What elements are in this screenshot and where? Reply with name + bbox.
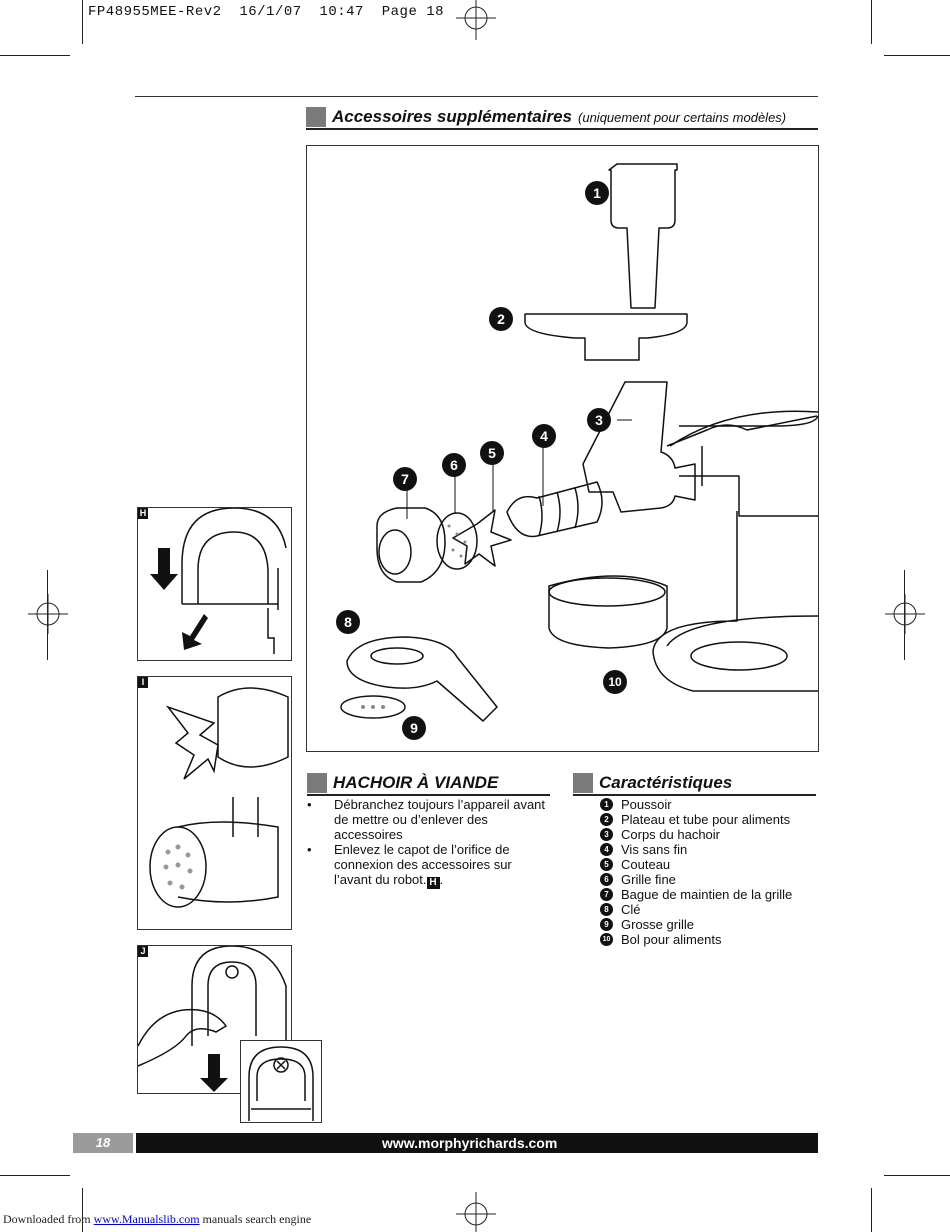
accessories-heading: Accessoires supplémentaires (uniquement … — [306, 107, 818, 130]
feature-label: Couteau — [621, 857, 671, 872]
features-heading: Caractéristiques — [573, 773, 816, 796]
accessories-title: Accessoires supplémentaires — [332, 107, 573, 126]
feature-number: 4 — [600, 843, 613, 856]
features-title: Caractéristiques — [599, 773, 733, 792]
figure-i-illustration — [149, 687, 289, 908]
feature-label: Bague de maintien de la grille — [621, 887, 793, 902]
feature-item: 3 Corps du hachoir — [600, 827, 820, 842]
feature-label: Corps du hachoir — [621, 827, 720, 842]
callout-7: 7 — [393, 467, 417, 491]
figure-j-illustration — [137, 945, 287, 1092]
heading-marker — [573, 773, 593, 793]
feature-label: Grille fine — [621, 872, 676, 887]
crop-mark — [871, 0, 872, 44]
crop-mark — [884, 1175, 950, 1176]
footer-bar: www.morphyrichards.com — [136, 1133, 818, 1153]
registration-mark-icon — [456, 1192, 496, 1232]
download-prefix: Downloaded from — [3, 1212, 94, 1226]
page-number: 18 — [73, 1133, 133, 1153]
callout-6: 6 — [442, 453, 466, 477]
download-note: Downloaded from www.Manualslib.com manua… — [3, 1212, 311, 1227]
callout-9: 9 — [402, 716, 426, 740]
figure-i-label: I — [138, 677, 148, 688]
feature-number: 9 — [600, 918, 613, 931]
manualslib-link[interactable]: www.Manualslib.com — [93, 1212, 200, 1226]
exploded-view-illustration — [340, 163, 819, 722]
feature-item: 5 Couteau — [600, 857, 820, 872]
feature-number: 10 — [600, 933, 613, 946]
top-rule — [135, 96, 818, 97]
callout-3: 3 — [587, 408, 611, 432]
hachoir-instructions: Débranchez toujours l’appareil avant de … — [307, 797, 552, 889]
hachoir-heading: HACHOIR À VIANDE — [307, 773, 550, 796]
feature-label: Plateau et tube pour aliments — [621, 812, 791, 827]
feature-label: Poussoir — [621, 797, 672, 812]
download-suffix: manuals search engine — [199, 1212, 312, 1226]
feature-number: 2 — [600, 813, 613, 826]
callout-1: 1 — [585, 181, 609, 205]
feature-item: 9 Grosse grille — [600, 917, 820, 932]
features-list: 1 Poussoir 2 Plateau et tube pour aliments… — [600, 797, 820, 947]
feature-number: 3 — [600, 828, 613, 841]
feature-item: 2 Plateau et tube pour aliments — [600, 812, 820, 827]
print-header: FP48955MEE-Rev2 16/1/07 10:47 Page 18 — [88, 4, 445, 20]
instruction-text: Enlevez le capot de l’orifice de connexi… — [334, 842, 512, 887]
figure-j-inset — [240, 1040, 322, 1123]
figure-j-label: J — [138, 946, 148, 957]
feature-item: 7 Bague de maintien de la grille — [600, 887, 820, 902]
feature-number: 7 — [600, 888, 613, 901]
heading-marker — [306, 107, 326, 127]
accessories-subtitle: (uniquement pour certains modèles) — [578, 110, 787, 125]
feature-item: 8 Clé — [600, 902, 820, 917]
registration-mark-icon — [885, 594, 925, 634]
hachoir-title: HACHOIR À VIANDE — [333, 773, 499, 792]
crop-mark — [871, 1188, 872, 1232]
feature-label: Bol pour aliments — [621, 932, 722, 947]
instruction-item: Débranchez toujours l’appareil avant de … — [307, 797, 552, 842]
meat-grinder-diagram: 1 2 3 4 5 6 7 8 9 10 — [306, 145, 819, 752]
feature-label: Vis sans fin — [621, 842, 688, 857]
crop-mark — [82, 1188, 83, 1232]
registration-mark-icon — [456, 0, 496, 40]
feature-item: 10 Bol pour aliments — [600, 932, 820, 947]
figure-i: I — [137, 676, 292, 930]
feature-item: 6 Grille fine — [600, 872, 820, 887]
callout-2: 2 — [489, 307, 513, 331]
callout-5: 5 — [480, 441, 504, 465]
callout-4: 4 — [532, 424, 556, 448]
instruction-text-end: . — [439, 872, 444, 887]
registration-mark-icon — [28, 594, 68, 634]
crop-mark — [884, 55, 950, 56]
feature-number: 6 — [600, 873, 613, 886]
feature-number: 8 — [600, 903, 613, 916]
feature-label: Grosse grille — [621, 917, 694, 932]
figure-h: H — [137, 507, 292, 661]
callout-10: 10 — [603, 670, 627, 694]
footer-url[interactable]: www.morphyrichards.com — [382, 1135, 558, 1151]
callout-8: 8 — [336, 610, 360, 634]
figure-reference-h: H — [426, 877, 440, 889]
feature-item: 1 Poussoir — [600, 797, 820, 812]
crop-mark — [0, 55, 70, 56]
feature-number: 5 — [600, 858, 613, 871]
figure-h-illustration — [150, 507, 287, 654]
crop-mark — [0, 1175, 70, 1176]
instruction-item: Enlevez le capot de l’orifice de connexi… — [307, 842, 552, 889]
figure-j-inset-illustration — [248, 1046, 314, 1121]
figure-h-label: H — [138, 508, 148, 519]
instruction-text: Débranchez toujours l’appareil avant de … — [334, 797, 546, 842]
heading-marker — [307, 773, 327, 793]
crop-mark — [904, 570, 905, 660]
feature-number: 1 — [600, 798, 613, 811]
feature-item: 4 Vis sans fin — [600, 842, 820, 857]
crop-mark — [47, 570, 48, 660]
feature-label: Clé — [621, 902, 641, 917]
crop-mark — [82, 0, 83, 44]
